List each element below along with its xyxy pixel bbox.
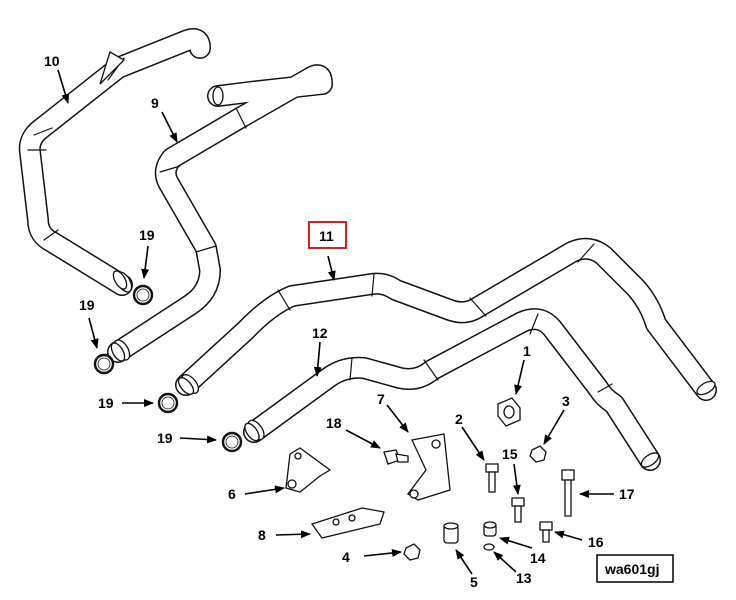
callout-12: 12 (312, 325, 328, 341)
clip-1 (497, 397, 521, 427)
callout-3: 3 (562, 393, 570, 409)
callout-9: 9 (151, 95, 159, 111)
spacer-5 (443, 522, 459, 544)
callout-17: 17 (619, 486, 635, 502)
nut-4 (403, 543, 421, 561)
bracket-6 (285, 447, 332, 493)
callout-13: 13 (516, 570, 532, 586)
callout-7: 7 (377, 391, 385, 407)
callout-16: 16 (588, 534, 604, 550)
callout-15: 15 (502, 446, 518, 462)
callout-18: 18 (326, 415, 342, 431)
bolt-15 (511, 497, 525, 523)
callout-19-d: 19 (157, 430, 173, 446)
callout-10: 10 (44, 53, 60, 69)
bolt-16 (539, 521, 553, 543)
washer-13 (483, 543, 495, 551)
callout-4: 4 (342, 549, 350, 565)
tube-9 (107, 64, 333, 363)
o-ring-19-d (221, 431, 243, 453)
tube-11 (175, 237, 717, 401)
callout-19-c: 19 (98, 395, 114, 411)
bracket-7 (407, 433, 451, 501)
callout-6: 6 (228, 486, 236, 502)
callout-14: 14 (530, 550, 546, 566)
bracket-8 (310, 507, 385, 539)
drawing-code: wa601gj (604, 561, 659, 577)
nut-3 (529, 445, 547, 463)
callout-5: 5 (470, 574, 478, 590)
tube-10 (18, 28, 211, 296)
callout-8: 8 (258, 527, 266, 543)
o-ring-19-c (157, 392, 179, 414)
bolt-17 (561, 469, 575, 517)
callout-19-b: 19 (79, 297, 95, 313)
callout-11: 11 (319, 228, 334, 244)
callout-19-a: 19 (139, 227, 155, 243)
leader-arrows (57, 69, 614, 575)
callout-11-highlight-box (308, 221, 347, 249)
o-ring-19-b (93, 353, 115, 375)
bolt-18 (383, 449, 409, 465)
callout-2: 2 (455, 411, 463, 427)
tube-12 (243, 308, 661, 471)
callout-1: 1 (523, 343, 531, 359)
spacer-14 (483, 521, 497, 537)
drawing-code-box: wa601gj (596, 554, 674, 583)
o-ring-19-a (132, 284, 154, 306)
bolt-2 (485, 463, 499, 493)
